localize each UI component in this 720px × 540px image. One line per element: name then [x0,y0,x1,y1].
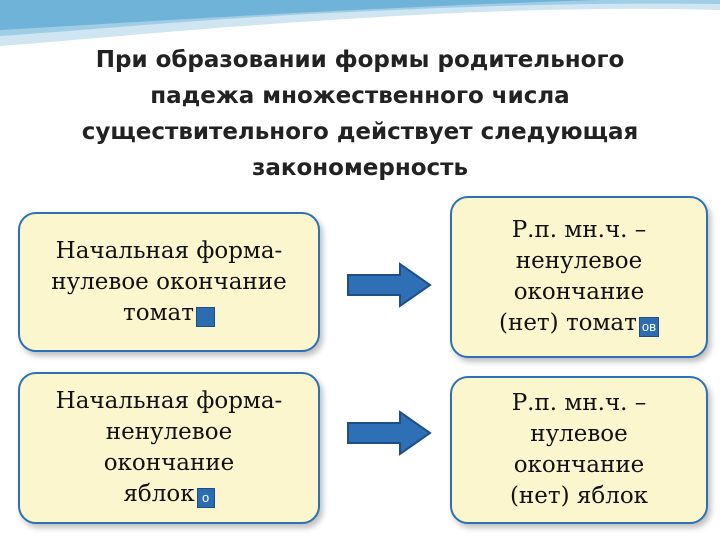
box-text-line: Начальная форма- [55,237,283,264]
example-word: яблок [123,481,195,507]
box-text-line: нулевое [530,421,628,447]
box-text-line: окончание [103,450,235,476]
initial-form-zero-ending-box: Начальная форма- нулевое окончание томат [18,212,320,352]
box-text-line: нулевое окончание [51,268,287,295]
zero-ending-marker [195,306,215,327]
slide-title: При образовании формы родительного падеж… [40,42,680,186]
example-word: томат [123,299,194,326]
nonzero-ending-marker: ов [638,317,659,337]
box-text-line: (нет) яблок [509,483,649,509]
box-text-line: ненулевое [105,419,233,445]
header-wave-decoration [0,0,720,46]
example-word-line: томат [51,298,286,329]
initial-form-nonzero-ending-box: Начальная форма- ненулевое окончание ябл… [18,372,320,524]
title-line: существительного действует следующая [81,119,639,145]
box-text-line: Р.п. мн.ч. – [511,390,647,416]
box-text-line: окончание [513,279,645,305]
title-line: падежа множественного числа [150,83,570,109]
nonzero-ending-marker: о [196,488,215,508]
box-text-line: окончание [513,452,645,478]
genitive-plural-nonzero-ending-box: Р.п. мн.ч. – ненулевое окончание (нет) т… [450,196,708,358]
genitive-plural-zero-ending-box: Р.п. мн.ч. – нулевое окончание (нет) ябл… [450,376,708,524]
right-arrow-icon [347,262,432,308]
example-word: (нет) томат [499,310,637,336]
box-text-line: Р.п. мн.ч. – [511,217,647,243]
right-arrow-icon [347,410,432,456]
box-text-line: Начальная форма- [55,388,283,414]
title-line: При образовании формы родительного [95,47,625,73]
title-line: закономерность [251,155,469,181]
box-text-line: ненулевое [515,248,643,274]
